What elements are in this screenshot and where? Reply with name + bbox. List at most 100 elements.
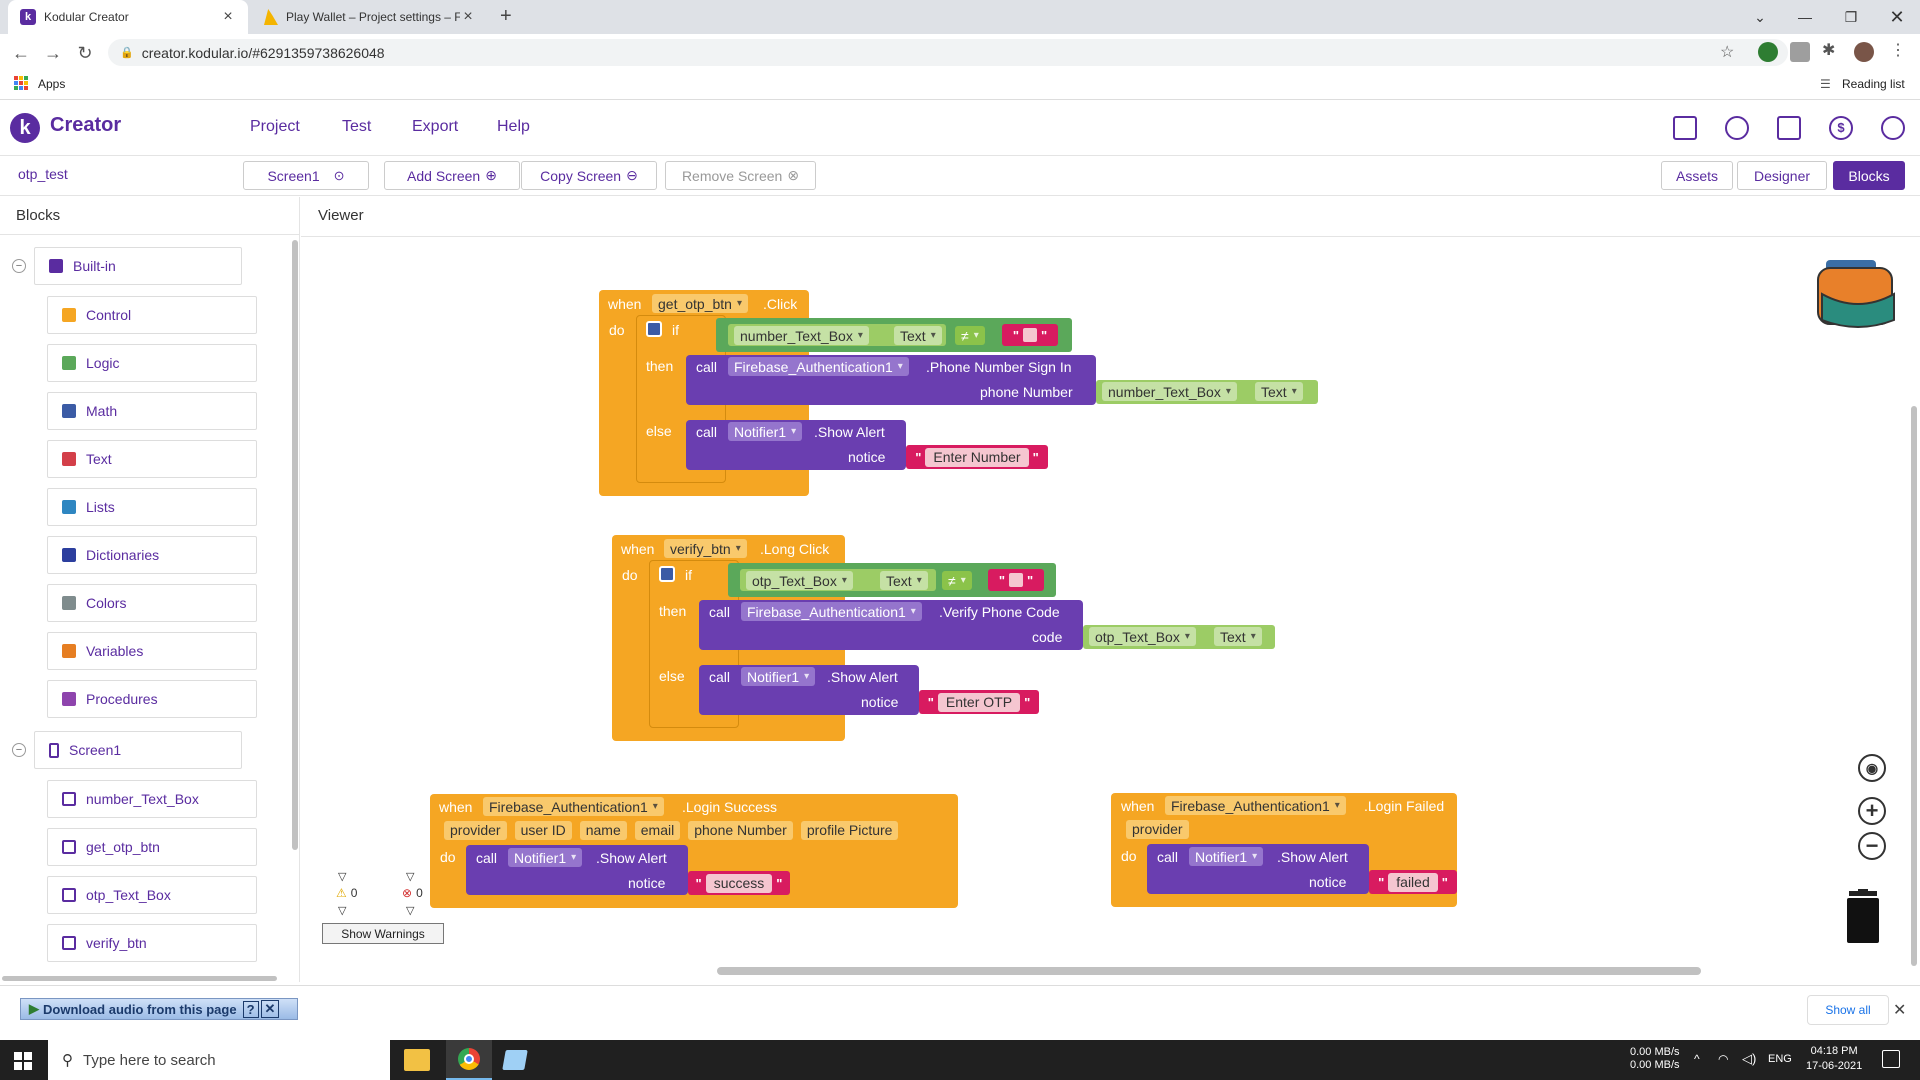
folder-icon[interactable] <box>1673 116 1697 140</box>
notepad-icon[interactable] <box>502 1050 528 1070</box>
component-dropdown[interactable]: Firebase_Authentication1 <box>728 357 909 376</box>
sidebar-item-colors[interactable]: Colors <box>47 584 257 622</box>
property-dropdown[interactable]: Text <box>1214 627 1262 646</box>
sidebar-item-number_text_box[interactable]: number_Text_Box <box>47 780 257 818</box>
event-param-chip[interactable]: email <box>634 821 681 840</box>
collapse-screen-icon[interactable]: − <box>12 743 26 757</box>
file-explorer-icon[interactable] <box>404 1049 430 1071</box>
close-icon[interactable]: ✕ <box>260 1000 280 1018</box>
property-dropdown[interactable]: Text <box>1255 382 1303 401</box>
extension-icon[interactable] <box>1758 42 1778 62</box>
back-icon[interactable]: ← <box>12 42 30 63</box>
download-audio-button[interactable]: ▶ Download audio from this page ? ✕ <box>20 998 298 1020</box>
component-dropdown[interactable]: Firebase_Authentication1 <box>1165 796 1346 815</box>
event-param-chip[interactable]: user ID <box>514 821 572 840</box>
error-down-icon[interactable]: ▽ <box>406 905 415 917</box>
mutator-gear-icon[interactable] <box>646 321 662 337</box>
viewer-vscrollbar[interactable] <box>1911 406 1917 966</box>
close-window-icon[interactable]: ✕ <box>1889 6 1905 27</box>
component-dropdown[interactable]: Firebase_Authentication1 <box>741 602 922 621</box>
string-block[interactable]: "success" <box>688 871 790 895</box>
empty-string-block[interactable]: "" <box>988 569 1044 591</box>
event-param-chip[interactable]: provider <box>444 821 507 840</box>
operator-dropdown[interactable]: ≠ <box>942 571 972 590</box>
event-param-chip[interactable]: phone Number <box>688 821 793 840</box>
component-dropdown[interactable]: verify_btn <box>664 539 747 558</box>
volume-icon[interactable]: ◁) <box>1742 1051 1757 1066</box>
event-param-chip[interactable]: provider <box>1126 820 1189 839</box>
new-tab-icon[interactable]: + <box>500 5 512 27</box>
component-dropdown[interactable]: otp_Text_Box <box>746 571 853 590</box>
warning-down-icon[interactable]: ▽ <box>338 905 347 917</box>
sidebar-item-lists[interactable]: Lists <box>47 488 257 526</box>
forward-icon[interactable]: → <box>44 42 62 63</box>
browser-tab-kodular[interactable]: k Kodular Creator × <box>8 0 248 34</box>
string-block[interactable]: "failed" <box>1369 870 1457 894</box>
kodular-logo-icon[interactable]: k <box>10 113 40 143</box>
component-dropdown[interactable]: number_Text_Box <box>734 326 869 345</box>
sidebar-item-logic[interactable]: Logic <box>47 344 257 382</box>
extensions-puzzle-icon[interactable]: ✱ <box>1822 42 1836 59</box>
menu-help[interactable]: Help <box>497 118 530 135</box>
sidebar-hscrollbar[interactable] <box>2 976 277 981</box>
component-dropdown[interactable]: get_otp_btn <box>652 294 748 313</box>
apps-bookmark[interactable]: Apps <box>38 77 66 91</box>
chrome-taskbar-item[interactable] <box>446 1040 492 1080</box>
extension-icon[interactable] <box>1790 42 1810 62</box>
menu-test[interactable]: Test <box>342 118 372 135</box>
account-icon[interactable] <box>1881 116 1905 140</box>
property-dropdown[interactable]: Text <box>880 571 928 590</box>
sidebar-item-variables[interactable]: Variables <box>47 632 257 670</box>
tray-chevron-icon[interactable]: ^ <box>1694 1052 1700 1066</box>
component-dropdown[interactable]: number_Text_Box <box>1102 382 1237 401</box>
close-download-bar-icon[interactable]: ✕ <box>1893 1002 1907 1019</box>
string-block[interactable]: "Enter Number" <box>906 445 1048 469</box>
backpack-icon[interactable] <box>1812 254 1904 334</box>
tab-blocks[interactable]: Blocks <box>1833 161 1905 190</box>
sidebar-item-procedures[interactable]: Procedures <box>47 680 257 718</box>
palette-icon[interactable] <box>1725 116 1749 140</box>
sidebar-item-otp_text_box[interactable]: otp_Text_Box <box>47 876 257 914</box>
center-target-icon[interactable]: ◉ <box>1858 754 1886 782</box>
sidebar-item-text[interactable]: Text <box>47 440 257 478</box>
library-icon[interactable] <box>1777 116 1801 140</box>
show-all-downloads[interactable]: Show all <box>1807 995 1889 1025</box>
sidebar-builtin[interactable]: Built-in <box>34 247 242 285</box>
bookmark-star-icon[interactable]: ☆ <box>1720 44 1735 61</box>
reading-list[interactable]: Reading list <box>1842 77 1905 91</box>
collapse-builtin-icon[interactable]: − <box>12 259 26 273</box>
menu-project[interactable]: Project <box>250 118 300 135</box>
string-block[interactable]: "Enter OTP" <box>919 690 1039 714</box>
close-tab-icon[interactable]: × <box>463 8 473 25</box>
language-indicator[interactable]: ENG <box>1768 1053 1792 1065</box>
copy-screen-button[interactable]: Copy Screen ⊖ <box>521 161 657 190</box>
tab-designer[interactable]: Designer <box>1737 161 1827 190</box>
sidebar-item-math[interactable]: Math <box>47 392 257 430</box>
component-dropdown[interactable]: otp_Text_Box <box>1089 627 1196 646</box>
sidebar-scrollbar[interactable] <box>292 240 298 850</box>
property-dropdown[interactable]: Text <box>894 326 942 345</box>
windows-start-icon[interactable] <box>14 1052 32 1070</box>
zoom-in-icon[interactable]: + <box>1858 797 1886 825</box>
browser-tab-play-wallet[interactable]: Play Wallet – Project settings – Fi × <box>252 0 488 34</box>
component-dropdown[interactable]: Notifier1 <box>1189 847 1264 866</box>
operator-dropdown[interactable]: ≠ <box>955 326 985 345</box>
event-param-chip[interactable]: name <box>579 821 627 840</box>
minimize-icon[interactable]: — <box>1798 9 1812 25</box>
sidebar-item-dictionaries[interactable]: Dictionaries <box>47 536 257 574</box>
profile-avatar[interactable] <box>1854 42 1874 62</box>
close-tab-icon[interactable]: × <box>223 8 233 25</box>
reload-icon[interactable]: ↻ <box>77 42 93 63</box>
sidebar-item-get_otp_btn[interactable]: get_otp_btn <box>47 828 257 866</box>
restore-icon[interactable]: ❐ <box>1844 8 1858 25</box>
viewer-hscrollbar[interactable] <box>717 967 1701 975</box>
tab-search-icon[interactable]: ⌄ <box>1754 8 1766 25</box>
warning-up-icon[interactable]: ▽ <box>338 871 347 883</box>
sidebar-item-verify_btn[interactable]: verify_btn <box>47 924 257 962</box>
show-warnings-button[interactable]: Show Warnings <box>322 923 444 944</box>
tab-assets[interactable]: Assets <box>1661 161 1733 190</box>
trash-icon[interactable] <box>1845 889 1881 943</box>
menu-export[interactable]: Export <box>412 118 459 135</box>
address-bar[interactable]: 🔒 creator.kodular.io/#6291359738626048 <box>108 39 1788 66</box>
zoom-out-icon[interactable]: − <box>1858 832 1886 860</box>
